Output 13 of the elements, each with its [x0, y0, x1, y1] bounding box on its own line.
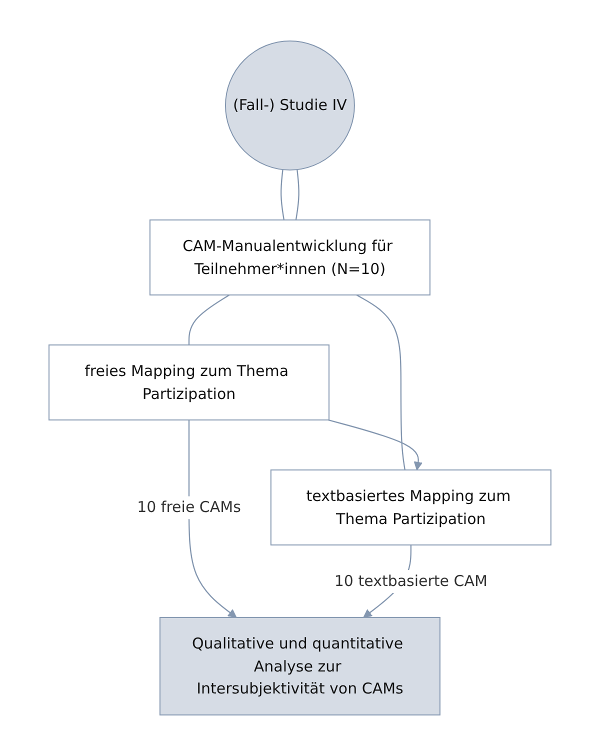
node-box: textbasiertes Mapping zum Thema Partizipation: [270, 469, 551, 546]
connector: [188, 294, 230, 345]
node-box: CAM-Manualentwicklung für Teilnehmer*innen (N=10): [149, 219, 430, 296]
node-box: freies Mapping zum Thema Partizipation: [48, 344, 330, 420]
edge-label: 10 freie CAMs: [136, 498, 240, 516]
arrow: [188, 420, 236, 618]
connector: [294, 170, 299, 220]
arrow: [328, 419, 422, 470]
node-circle: (Fall-) Studie IV: [224, 40, 354, 170]
edge-label: 10 textbasierte CAM: [334, 572, 488, 590]
node-box: Qualitative und quantitative Analyse zur Intersubjektivität von CAMs: [159, 616, 440, 716]
connector: [280, 170, 284, 220]
connector: [356, 294, 406, 470]
